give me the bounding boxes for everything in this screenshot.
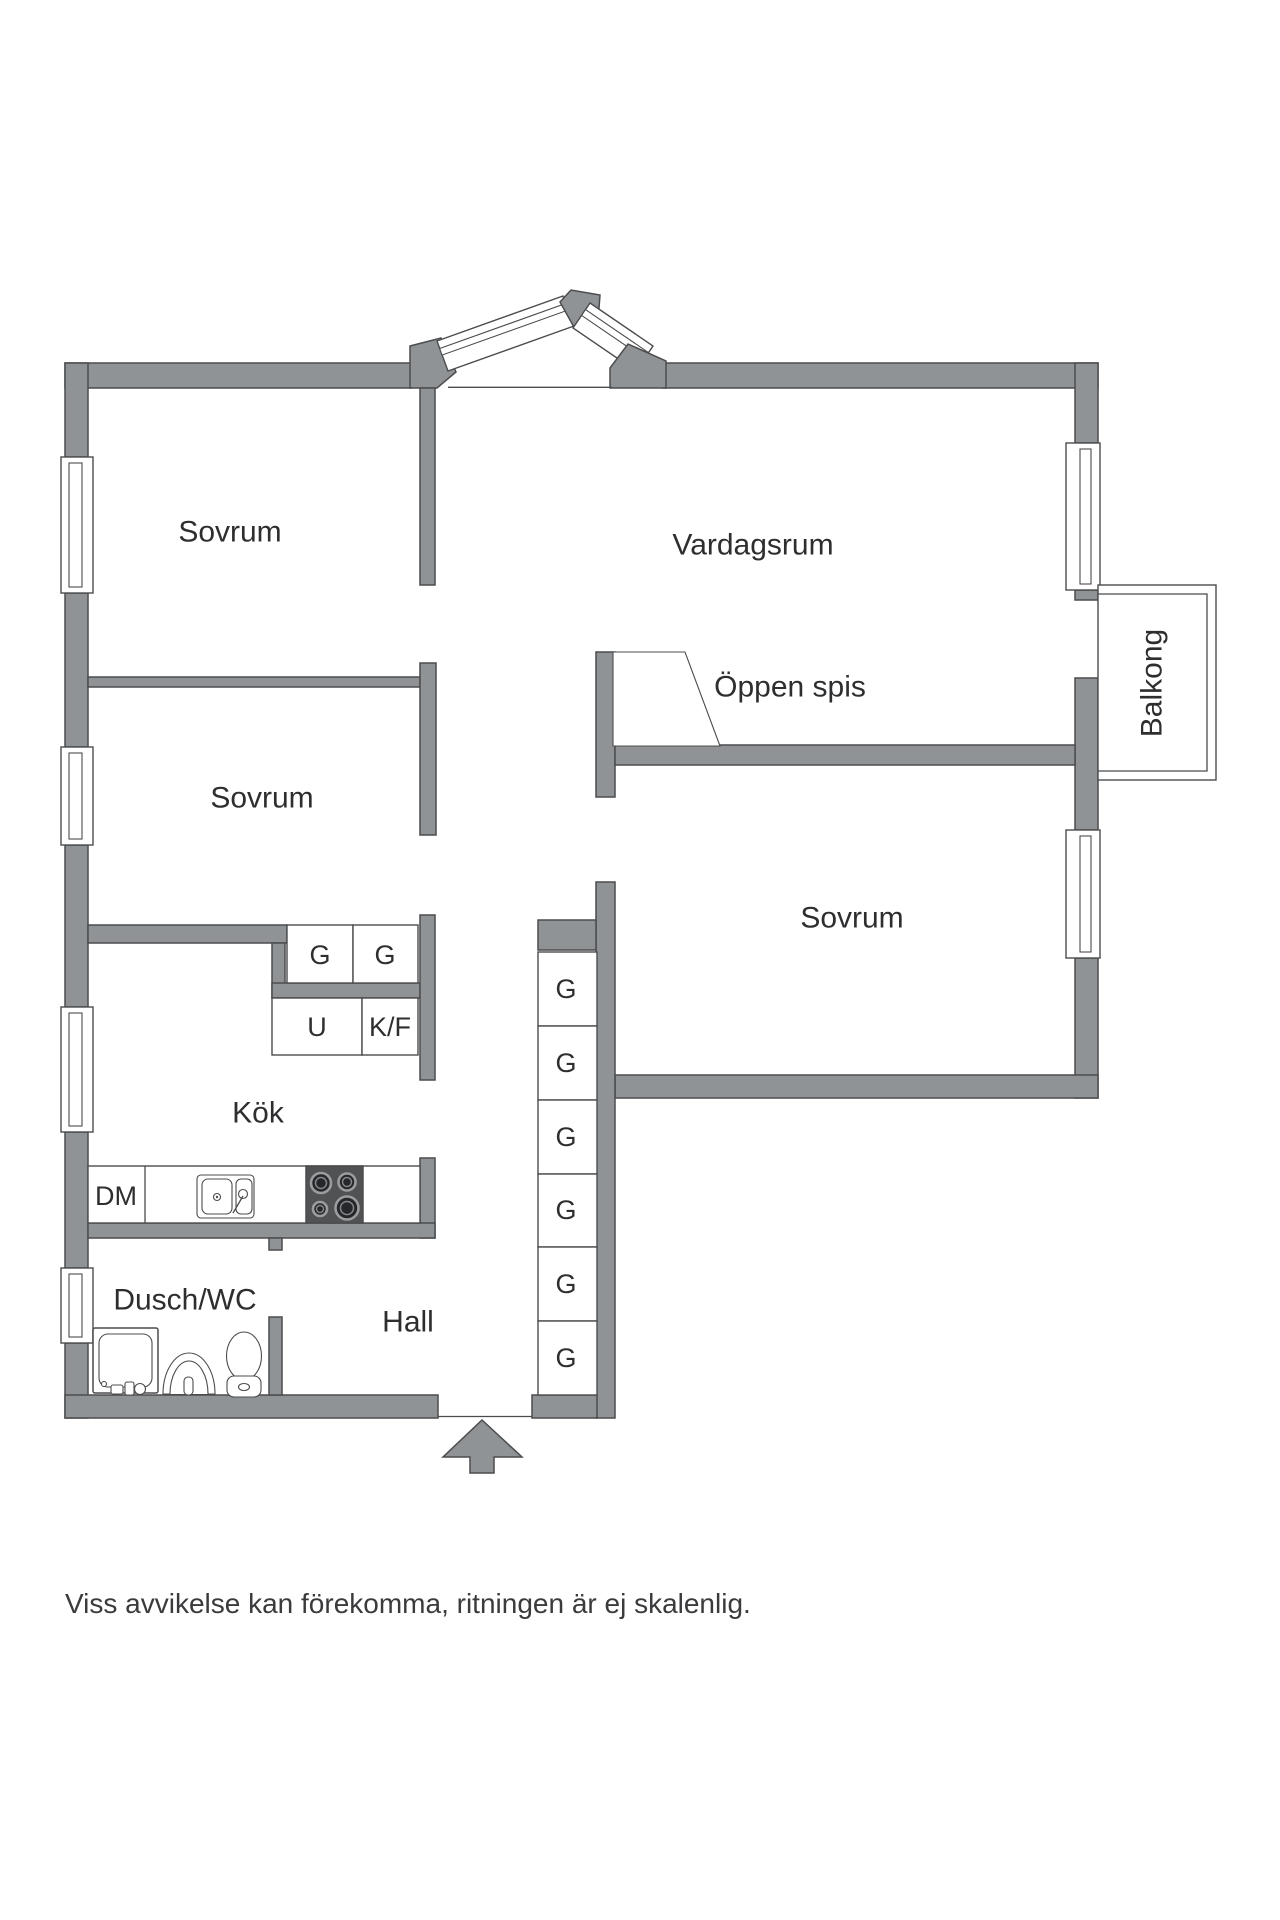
hall-closets: G G G G G G — [537, 951, 598, 1396]
sovrum-right-bottom-wall — [614, 1074, 1099, 1099]
right-wall-segment — [1074, 362, 1099, 444]
room-label-sovrum-middle-left: Sovrum — [210, 782, 313, 815]
cabinet-label: G — [309, 940, 330, 970]
closet-label: G — [555, 1269, 576, 1299]
balcony: Balkong — [1097, 584, 1217, 781]
kitchen: G G U K/F DM — [87, 924, 421, 1224]
closet-box — [537, 1099, 598, 1175]
bay-right-pier — [609, 343, 667, 389]
washbasin-icon — [162, 1352, 216, 1396]
room-label-vardagsrum: Vardagsrum — [672, 529, 833, 562]
room-label-sovrum-right: Sovrum — [800, 902, 903, 935]
closet-label: G — [555, 974, 576, 1004]
room-label-hall: Hall — [382, 1306, 434, 1339]
left-wall-segment — [64, 1131, 89, 1269]
closet-box — [537, 1246, 598, 1322]
room-label-kok: Kök — [232, 1097, 285, 1130]
cabinet-box — [361, 997, 419, 1056]
fireplace-icon — [612, 651, 721, 747]
left-wall-segment — [64, 592, 89, 748]
bath-hall-wall — [268, 1316, 283, 1396]
shower-icon — [92, 1327, 159, 1396]
sovrum2-bottom-wall — [87, 924, 288, 944]
balcony-inner-rail — [1098, 593, 1208, 772]
room-label-oppen-spis: Öppen spis — [714, 671, 866, 704]
exterior-walls — [64, 362, 1099, 1419]
top-wall-right — [662, 362, 1099, 389]
closet-column-top-cap — [537, 919, 597, 951]
room-label-sovrum-top-left: Sovrum — [178, 516, 281, 549]
kitchen-right-wall — [419, 914, 436, 1081]
hall-bottom-cap — [531, 1394, 598, 1419]
vardagsrum-sovrum-divider — [614, 744, 1076, 766]
closet-label: G — [555, 1122, 576, 1152]
left-wall-segment — [64, 362, 89, 458]
bay-window-long — [436, 295, 575, 372]
entry — [438, 1415, 532, 1474]
window — [60, 746, 94, 846]
kitchen-bath-divider — [87, 1222, 436, 1239]
closet-box — [537, 951, 598, 1027]
dishwasher-label: DM — [95, 1181, 137, 1211]
room-labels: Sovrum Vardagsrum Öppen spis Sovrum Sovr… — [113, 516, 903, 1339]
window — [1065, 442, 1101, 591]
toilet-icon — [225, 1331, 263, 1398]
left-wall-segment — [64, 844, 89, 1008]
cabinet-label: U — [307, 1012, 327, 1042]
bath-door-stub — [268, 1237, 283, 1251]
window — [60, 1267, 94, 1344]
sovrum2-right-wall — [419, 662, 437, 836]
cabinet-box — [271, 997, 363, 1056]
room-label-balkong: Balkong — [1136, 629, 1169, 737]
stove-icon — [305, 1165, 364, 1224]
top-wall-left — [64, 362, 413, 389]
hall-right-wall — [595, 881, 616, 1419]
bottom-wall — [64, 1394, 439, 1419]
kitchen-sink-icon — [196, 1174, 255, 1219]
room-label-dusch-wc: Dusch/WC — [113, 1284, 256, 1317]
right-wall-window-sill — [1074, 589, 1099, 601]
closet-box — [537, 1173, 598, 1248]
cabinet-label: K/F — [369, 1012, 411, 1042]
closet-box — [537, 1320, 598, 1396]
cabinet-box — [352, 924, 419, 984]
closet-label: G — [555, 1343, 576, 1373]
window — [60, 1006, 94, 1133]
right-wall-segment — [1074, 677, 1099, 831]
window — [60, 456, 94, 594]
entry-arrow-icon — [441, 1418, 524, 1474]
window — [1065, 829, 1101, 959]
bay-window — [409, 289, 667, 389]
fireplace — [612, 651, 721, 747]
cabinet-label: G — [374, 940, 395, 970]
disclaimer-text: Viss avvikelse kan förekomma, ritningen … — [65, 1588, 751, 1619]
closet-label: G — [555, 1195, 576, 1225]
cabinet-box — [286, 924, 354, 984]
windows — [60, 442, 1101, 1344]
sovrum1-sovrum2-divider — [87, 676, 421, 688]
balcony-outline — [1097, 584, 1217, 781]
bathroom — [92, 1327, 263, 1398]
fireplace-wall-stub — [595, 651, 616, 798]
closet-label: G — [555, 1048, 576, 1078]
sovrum1-right-wall — [419, 387, 436, 586]
kitchen-cabinet-band — [271, 982, 421, 999]
